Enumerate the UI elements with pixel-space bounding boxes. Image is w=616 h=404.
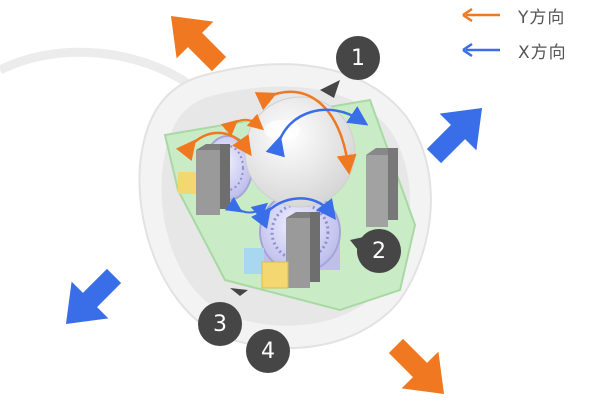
mouse-cable — [0, 47, 193, 89]
legend-label-x: X方向 — [518, 42, 567, 63]
callout-4: 4 — [246, 329, 290, 373]
legend-label-y: Y方向 — [518, 7, 566, 28]
trackball-icon — [244, 96, 356, 208]
component-block — [261, 261, 289, 289]
sensor-post-center-icon — [286, 212, 320, 288]
callout-2: 2 — [357, 229, 401, 273]
direction-arrow-down-right-icon — [388, 338, 445, 395]
sensor-post-left-icon — [196, 144, 230, 215]
callout-pointer — [320, 80, 340, 98]
callout-1: 1 — [336, 36, 380, 80]
x-rotation-arrows — [224, 106, 369, 230]
callout-3: 3 — [198, 302, 242, 346]
legend-x-arrow-icon — [462, 42, 500, 58]
direction-arrow-up-right-icon — [426, 107, 483, 164]
callout-pointer — [230, 288, 248, 296]
legend-item-y: Y方向 — [510, 3, 566, 28]
direction-arrow-down-left-icon — [65, 268, 122, 325]
component-block — [178, 172, 196, 194]
component-block — [244, 248, 264, 274]
legend-item-x: X方向 — [510, 38, 567, 63]
direction-arrow-up-left-icon — [170, 15, 227, 72]
legend-y-arrow-icon — [462, 7, 500, 23]
sensor-post-right-icon — [366, 148, 398, 227]
